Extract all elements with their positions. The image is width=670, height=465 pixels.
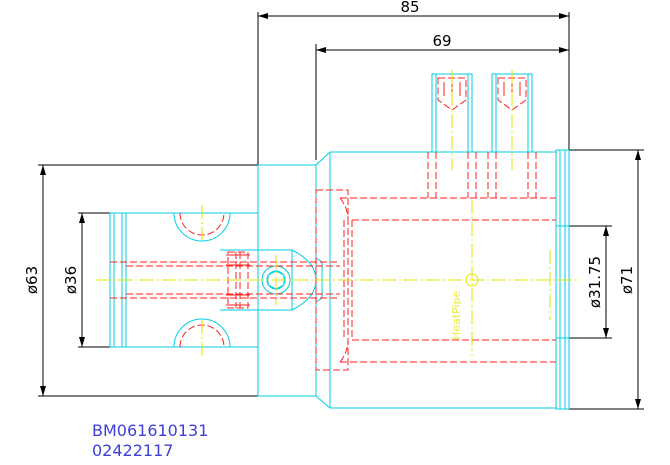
dimension-dia36: ø36 xyxy=(62,212,110,348)
dimension-dia31-75-label: ø31.75 xyxy=(586,256,604,308)
part-code-2: 02422117 xyxy=(92,441,173,460)
centerlines xyxy=(96,70,580,356)
dimension-dia63-label: ø63 xyxy=(23,266,41,294)
dimension-dia63: ø63 xyxy=(23,164,258,397)
part-code-1: BM061610131 xyxy=(92,421,208,440)
dimension-85: 85 xyxy=(257,0,570,165)
dimension-dia31-75: ø31.75 xyxy=(560,225,612,339)
watermark: HeatPipe xyxy=(450,290,463,340)
dimension-69: 69 xyxy=(315,32,569,160)
hidden-lines xyxy=(110,152,556,371)
dimension-85-label: 85 xyxy=(400,0,419,16)
dimension-69-label: 69 xyxy=(432,32,451,50)
dimension-dia71-label: ø71 xyxy=(618,266,636,294)
watermark-text: HeatPipe xyxy=(450,290,463,340)
dimension-dia36-label: ø36 xyxy=(62,266,80,294)
dimension-dia71: ø71 xyxy=(568,149,644,410)
